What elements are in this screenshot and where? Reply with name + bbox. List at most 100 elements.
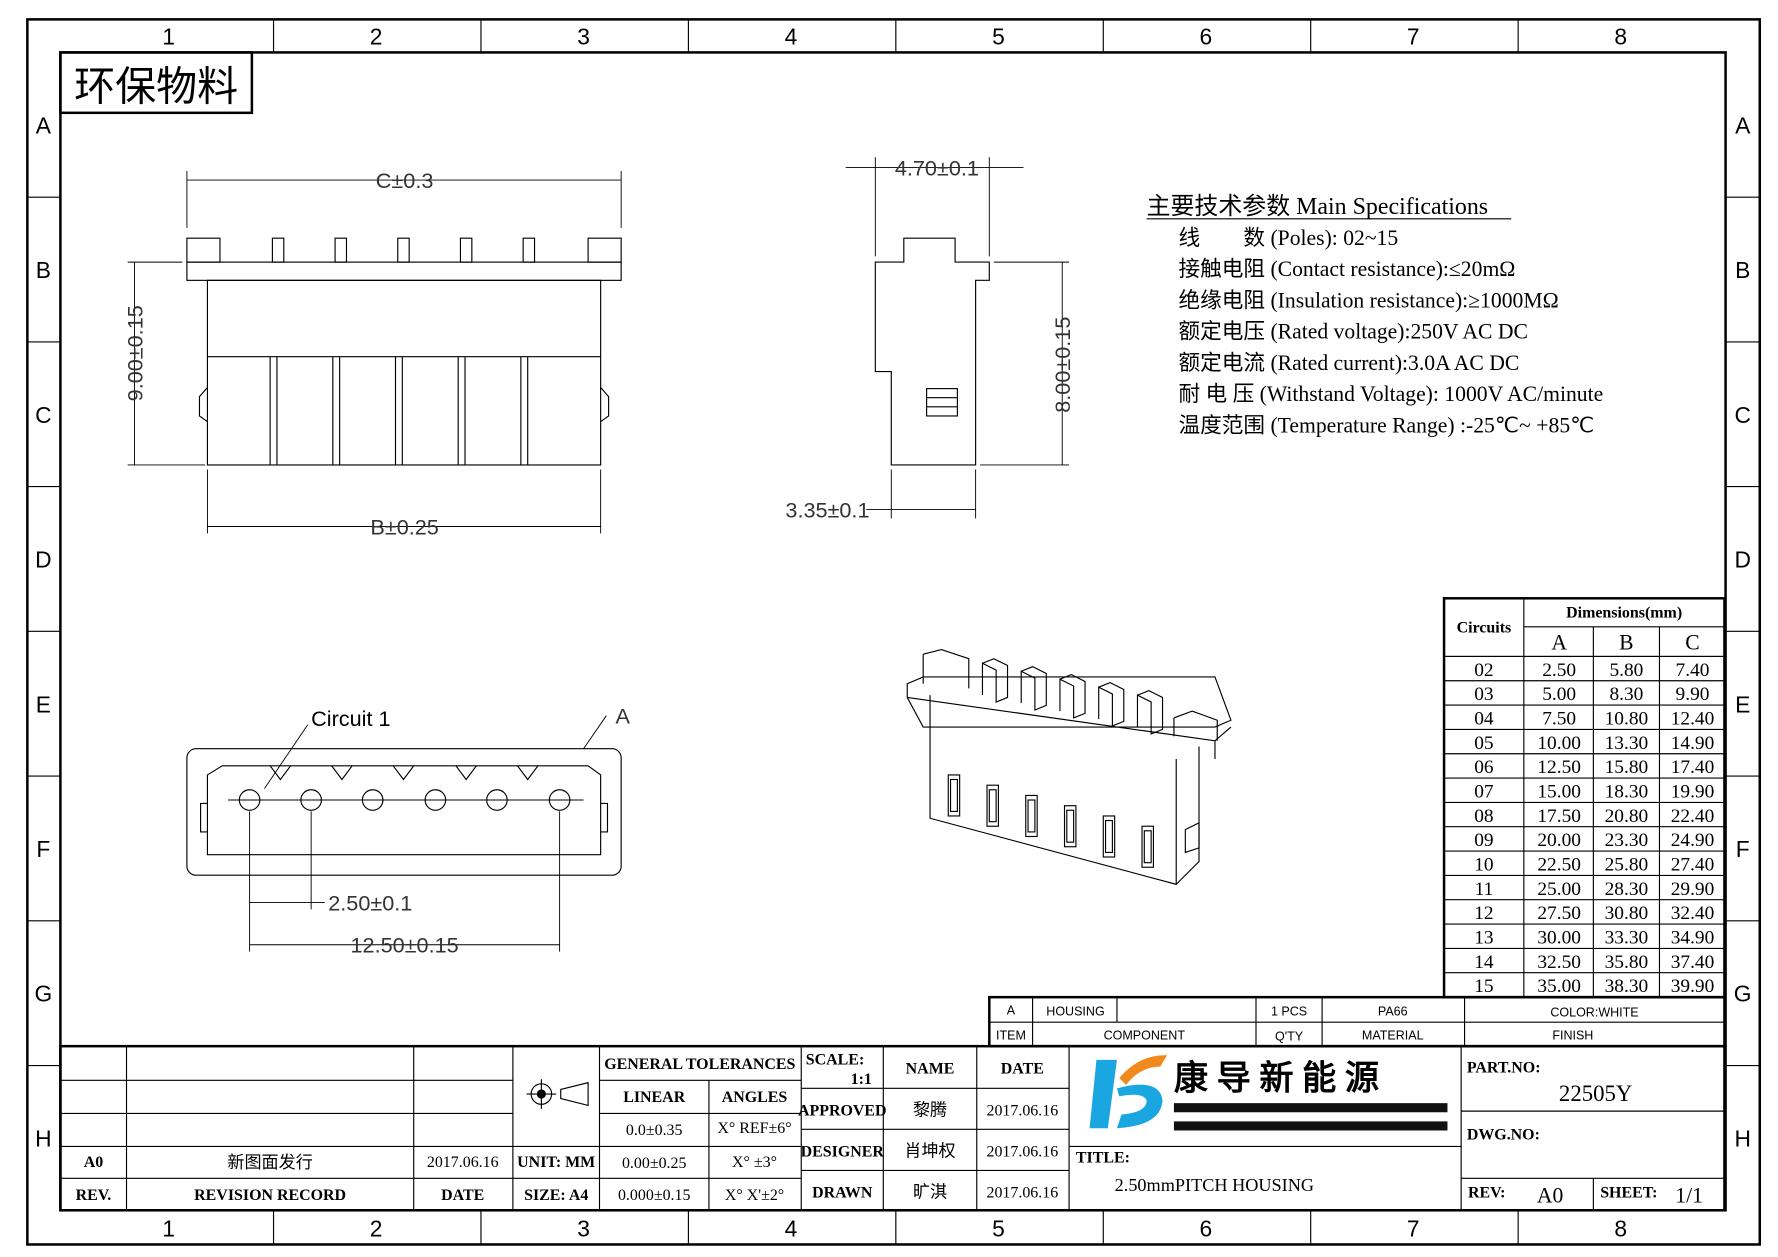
dimension-a: 22.50 bbox=[1537, 854, 1581, 875]
size-label: SIZE: A4 bbox=[524, 1187, 588, 1204]
circuit-count: 08 bbox=[1474, 806, 1493, 827]
dim-b-label: B±0.25 bbox=[370, 514, 438, 539]
zone-row-left: E bbox=[36, 691, 51, 717]
revision-record-header: REVISION RECORD bbox=[194, 1187, 346, 1204]
dimension-b: 28.30 bbox=[1605, 879, 1649, 900]
title-block: A0 新图面发行 2017.06.16 REV. REVISION RECORD… bbox=[59, 1044, 1726, 1212]
zone-row-left: D bbox=[35, 547, 51, 573]
contact-slot bbox=[1102, 815, 1116, 858]
contact-slot bbox=[1025, 794, 1038, 838]
dimension-c: 24.90 bbox=[1671, 830, 1715, 851]
dimension-a: 30.00 bbox=[1537, 927, 1581, 948]
signoff-role: DRAWN bbox=[812, 1185, 873, 1202]
dimension-b: 18.30 bbox=[1605, 781, 1649, 802]
dimension-b: 10.80 bbox=[1605, 708, 1649, 729]
circuits-header: Circuits bbox=[1457, 619, 1512, 636]
dimension-c: 27.40 bbox=[1671, 854, 1715, 875]
circuit-count: 07 bbox=[1474, 781, 1494, 802]
dimension-c: 37.40 bbox=[1671, 952, 1715, 973]
table-row: 08 17.50 20.80 22.40 bbox=[1474, 806, 1714, 827]
dimension-c: 7.40 bbox=[1676, 660, 1710, 681]
circuit-count: 15 bbox=[1474, 976, 1493, 997]
contact-slot bbox=[947, 774, 961, 817]
isometric-view bbox=[906, 648, 1232, 886]
signoff-row: DRAWN 旷淇 2017.06.16 bbox=[812, 1183, 1058, 1202]
dimension-b: 30.80 bbox=[1605, 903, 1649, 924]
contact-slot bbox=[1063, 805, 1077, 848]
zone-column-top: 7 bbox=[1407, 23, 1420, 49]
unit-label: UNIT: MM bbox=[517, 1154, 595, 1171]
circuit-1-label: Circuit 1 bbox=[311, 706, 390, 731]
dimension-a: 17.50 bbox=[1537, 806, 1581, 827]
zone-row-right: E bbox=[1735, 691, 1750, 717]
zone-row-left: F bbox=[36, 836, 50, 862]
side-view: 4.70±0.1 8.00±0.15 3.35±0.1 bbox=[785, 156, 1075, 523]
circuit-count: 03 bbox=[1474, 684, 1493, 705]
zone-row-left: A bbox=[36, 112, 52, 138]
dimension-c: 22.40 bbox=[1671, 806, 1715, 827]
zone-column-bottom: 5 bbox=[992, 1215, 1005, 1241]
bom-finish-header: FINISH bbox=[1552, 1028, 1593, 1042]
dimension-c: 14.90 bbox=[1671, 733, 1715, 754]
dimension-b: 8.30 bbox=[1609, 684, 1643, 705]
zone-column-top: 4 bbox=[785, 23, 798, 49]
zone-column-bottom: 3 bbox=[577, 1215, 590, 1241]
signoff-date: 2017.06.16 bbox=[986, 1185, 1058, 1202]
dimensions-header: Dimensions(mm) bbox=[1566, 605, 1682, 622]
dimension-c: 32.40 bbox=[1671, 903, 1715, 924]
signoff-date: 2017.06.16 bbox=[986, 1103, 1058, 1120]
bottom-view: Circuit 1 A 2.50±0.1 12.50±0.15 bbox=[186, 704, 630, 958]
zone-column-top: 6 bbox=[1200, 23, 1213, 49]
zone-column-bottom: 2 bbox=[370, 1215, 383, 1241]
dim-height-label: 9.00±0.15 bbox=[122, 305, 147, 401]
circuit-count: 10 bbox=[1474, 854, 1493, 875]
spec-line: 温度范围 (Temperature Range) :-25℃~ +85℃ bbox=[1178, 413, 1594, 437]
dimension-a: 7.50 bbox=[1542, 708, 1576, 729]
bom-item: A bbox=[1007, 1003, 1016, 1017]
angle-tolerance: X° ±3° bbox=[732, 1154, 777, 1171]
col-b-header: B bbox=[1619, 631, 1633, 655]
main-specifications: 主要技术参数 Main Specifications 线 数 (Poles): … bbox=[1147, 193, 1604, 437]
dimension-c: 9.90 bbox=[1676, 684, 1710, 705]
signoff-name: 肖坤权 bbox=[904, 1142, 955, 1161]
stamp-text: 环保物料 bbox=[74, 63, 238, 109]
dimension-b: 20.80 bbox=[1605, 806, 1649, 827]
dimension-b: 13.30 bbox=[1605, 733, 1649, 754]
dimension-a: 10.00 bbox=[1537, 733, 1581, 754]
bom-component-header: COMPONENT bbox=[1104, 1028, 1186, 1042]
zone-row-right: C bbox=[1734, 402, 1750, 428]
linear-tolerance: 0.00±0.25 bbox=[622, 1155, 687, 1172]
dimension-a: 27.50 bbox=[1537, 903, 1581, 924]
dim-width-label: 4.70±0.1 bbox=[895, 156, 979, 181]
zone-column-bottom: 7 bbox=[1407, 1215, 1420, 1241]
circuit-count: 02 bbox=[1474, 660, 1493, 681]
circuit-count: 13 bbox=[1474, 927, 1493, 948]
revision-record: 新图面发行 bbox=[227, 1153, 312, 1172]
dimension-a: 35.00 bbox=[1537, 976, 1581, 997]
zone-column-top: 1 bbox=[162, 23, 175, 49]
part-no-label: PART.NO: bbox=[1467, 1059, 1541, 1076]
date-header: DATE bbox=[1001, 1061, 1044, 1078]
sheet-value: 1/1 bbox=[1675, 1183, 1703, 1207]
zone-row-right: A bbox=[1735, 112, 1751, 138]
zone-row-left: H bbox=[35, 1125, 51, 1151]
signoff-name: 旷淇 bbox=[913, 1183, 947, 1202]
circuit-count: 09 bbox=[1474, 830, 1493, 851]
zone-column-top: 2 bbox=[370, 23, 383, 49]
angles-header: ANGLES bbox=[722, 1089, 788, 1106]
linear-header: LINEAR bbox=[623, 1089, 685, 1106]
dimension-a: 20.00 bbox=[1537, 830, 1581, 851]
signoff-date: 2017.06.16 bbox=[986, 1144, 1058, 1161]
general-tolerances-title: GENERAL TOLERANCES bbox=[604, 1056, 795, 1073]
col-a-header: A bbox=[1551, 631, 1567, 655]
zone-row-right: G bbox=[1734, 981, 1752, 1007]
title-label: TITLE: bbox=[1076, 1149, 1130, 1166]
dimension-b: 38.30 bbox=[1605, 976, 1649, 997]
spec-line: 绝缘电阻 (Insulation resistance):≥1000MΩ bbox=[1178, 288, 1558, 312]
